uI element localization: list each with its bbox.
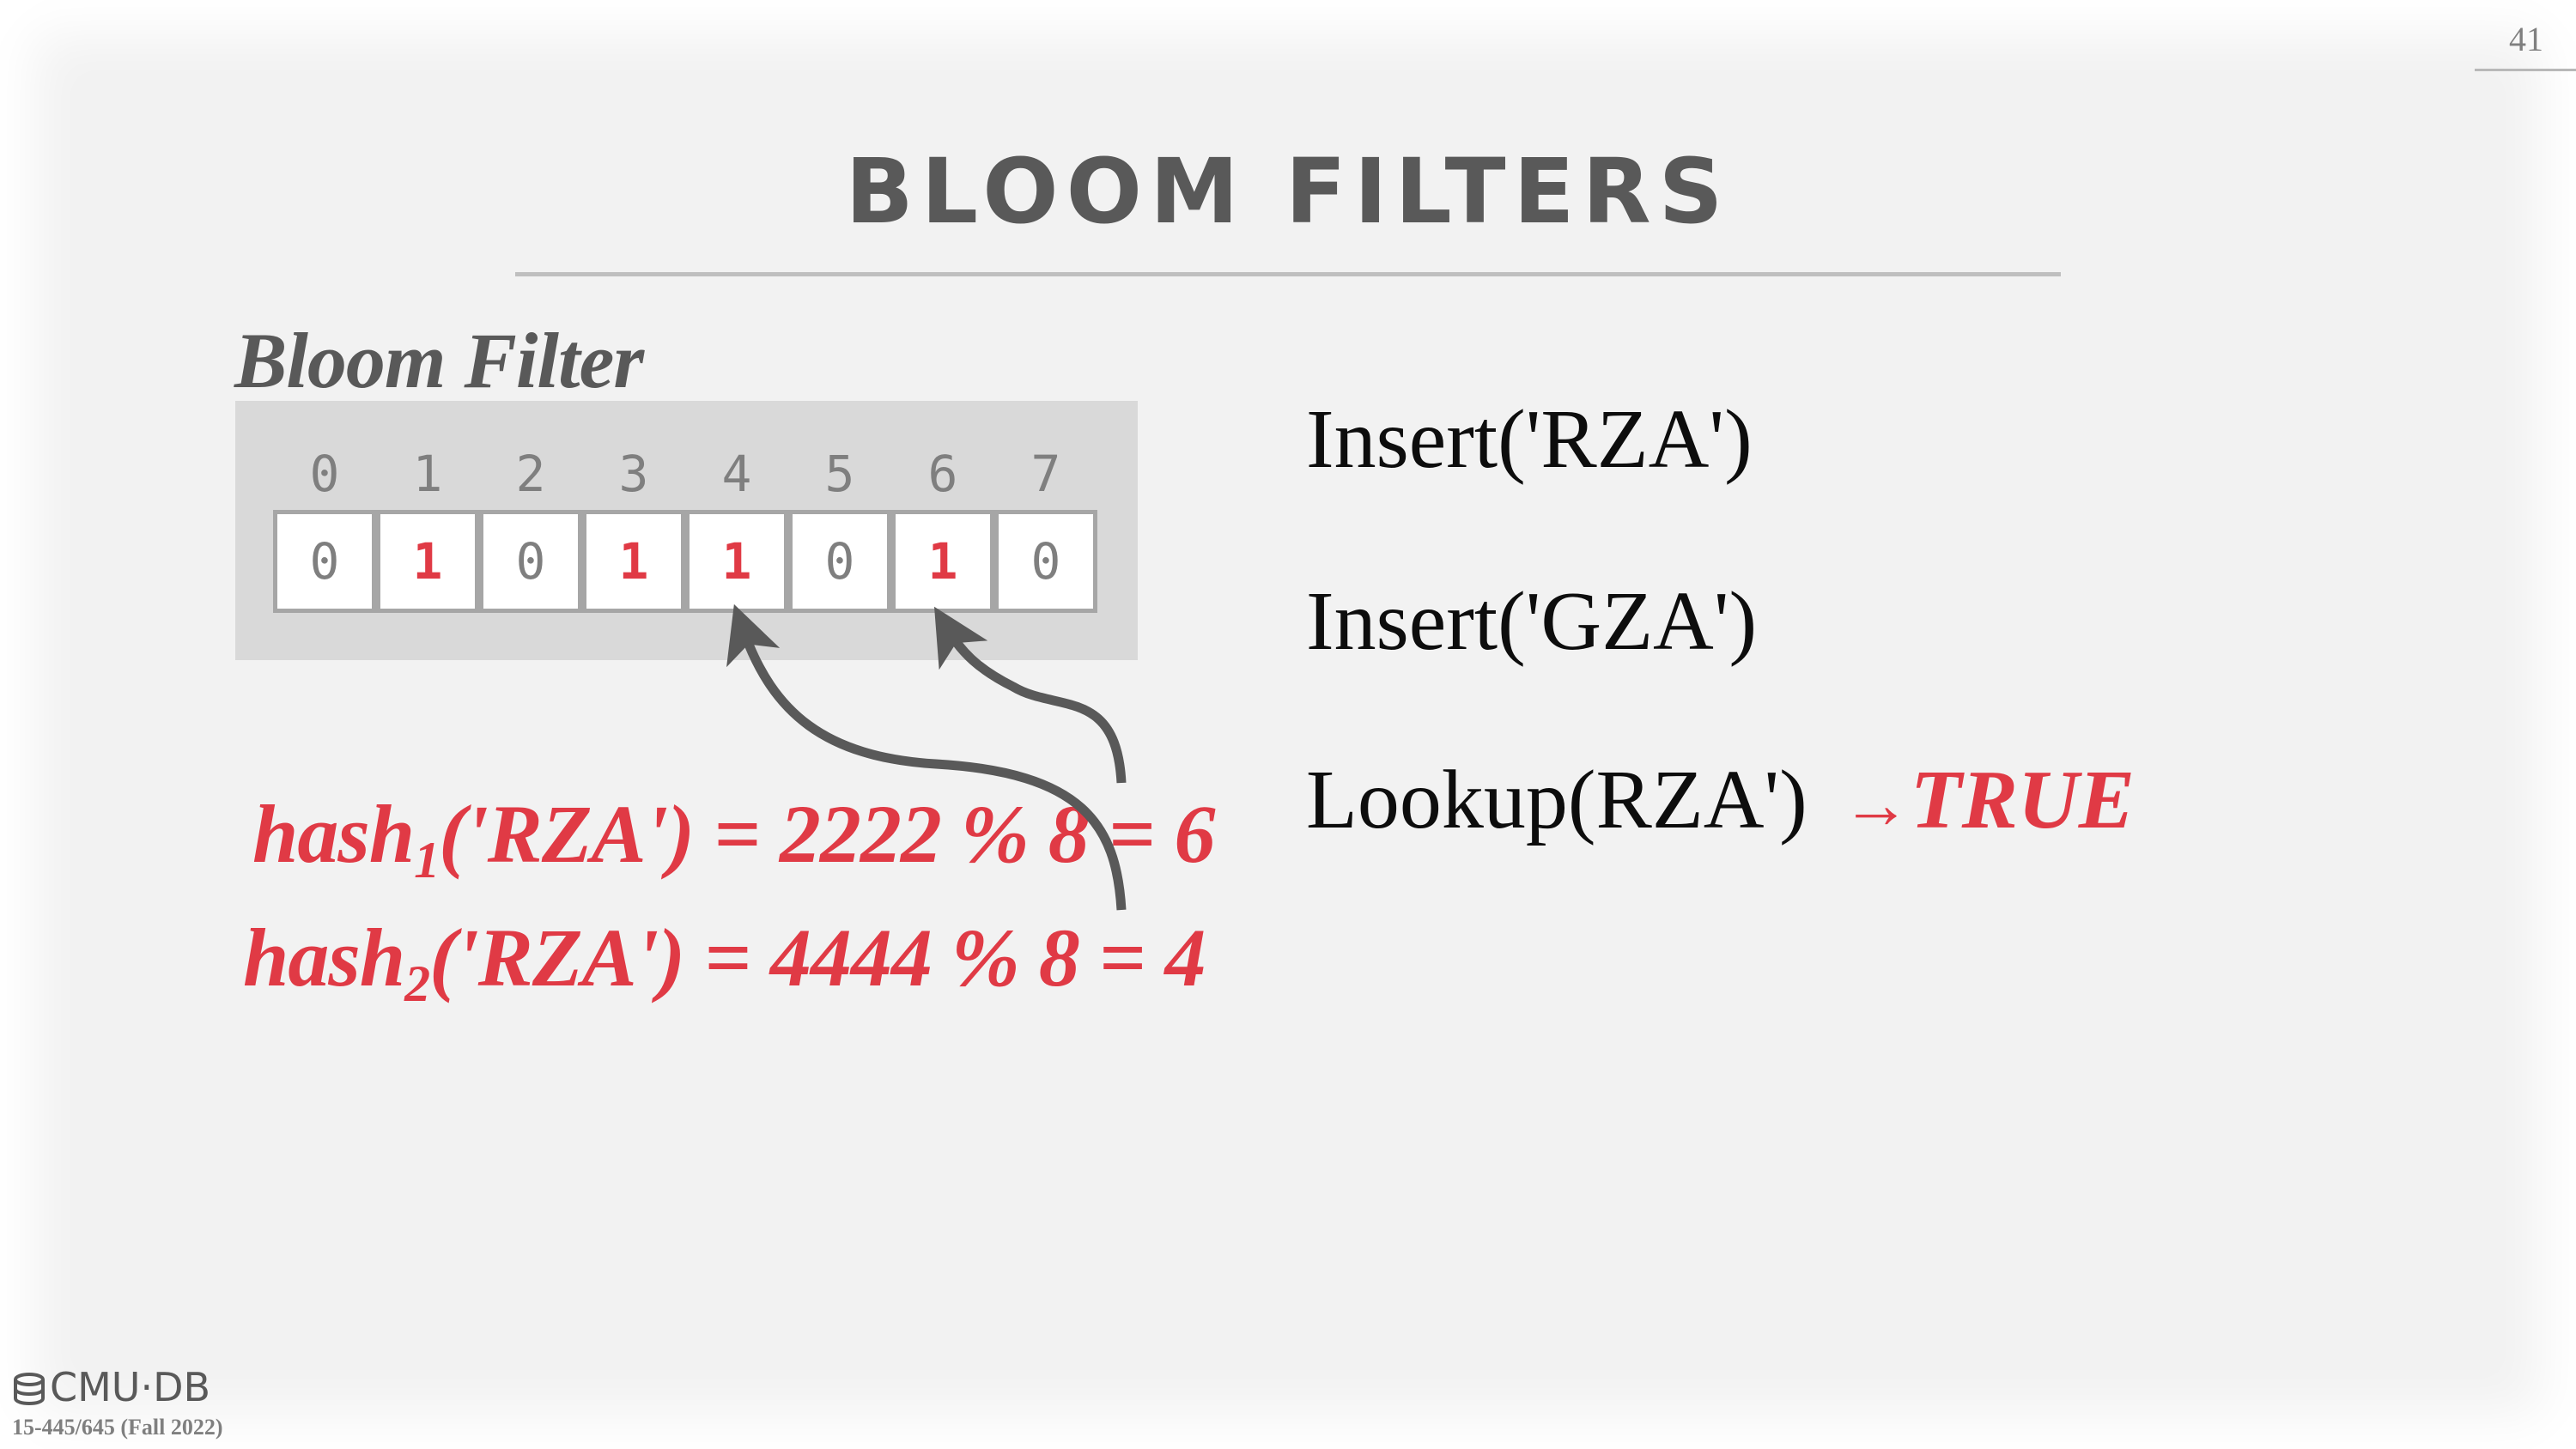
hash-expression: ('RZA') = 4444 % 8 = 4	[429, 912, 1206, 1003]
bit-cell-0: 0	[273, 510, 376, 613]
bit-index: 5	[824, 445, 855, 503]
bit-cell-1: 1	[376, 510, 479, 613]
bit-cell-4: 1	[685, 510, 788, 613]
cmu-db-logo: CMU·DB	[12, 1364, 210, 1410]
slide-number: 41	[2509, 20, 2543, 58]
slide-title: BLOOM FILTERS	[845, 139, 1731, 244]
bit-index: 7	[1030, 445, 1061, 503]
bit-cell-3: 1	[582, 510, 685, 613]
database-icon	[14, 1373, 45, 1406]
op-insert-gza: Insert('GZA')	[1306, 575, 1758, 668]
bit-index: 2	[515, 445, 546, 503]
hash-fn: hash	[252, 788, 415, 880]
slide-number-rule	[2475, 69, 2576, 71]
title-rule	[515, 272, 2061, 276]
lookup-result: TRUE	[1910, 754, 2136, 846]
lookup-text: Lookup(RZA')	[1306, 754, 1807, 846]
bit-cell-7: 0	[994, 510, 1097, 613]
logo-text: CMU·DB	[50, 1364, 211, 1410]
hash-subscript: 2	[404, 955, 430, 1012]
bit-index: 6	[927, 445, 958, 503]
bloom-filter-label: Bloom Filter	[234, 317, 644, 404]
right-arrow-icon: →	[1841, 767, 1911, 843]
bit-cell-6: 1	[891, 510, 994, 613]
course-label: 15-445/645 (Fall 2022)	[12, 1415, 223, 1440]
hash-formula-1: hash1('RZA') = 2222 % 8 = 6	[252, 786, 1216, 886]
bit-cell-2: 0	[479, 510, 582, 613]
hash-expression: ('RZA') = 2222 % 8 = 6	[439, 788, 1215, 880]
bit-cell-5: 0	[788, 510, 891, 613]
op-lookup: Lookup(RZA') →TRUE	[1306, 752, 2135, 848]
bit-index: 3	[618, 445, 649, 503]
bit-index: 0	[309, 445, 340, 503]
hash-formula-2: hash2('RZA') = 4444 % 8 = 4	[243, 910, 1206, 1009]
op-insert-rza: Insert('RZA')	[1306, 393, 1753, 486]
hash-subscript: 1	[414, 832, 440, 888]
bit-index: 4	[721, 445, 752, 503]
bit-index: 1	[412, 445, 443, 503]
hash-fn: hash	[243, 912, 405, 1003]
